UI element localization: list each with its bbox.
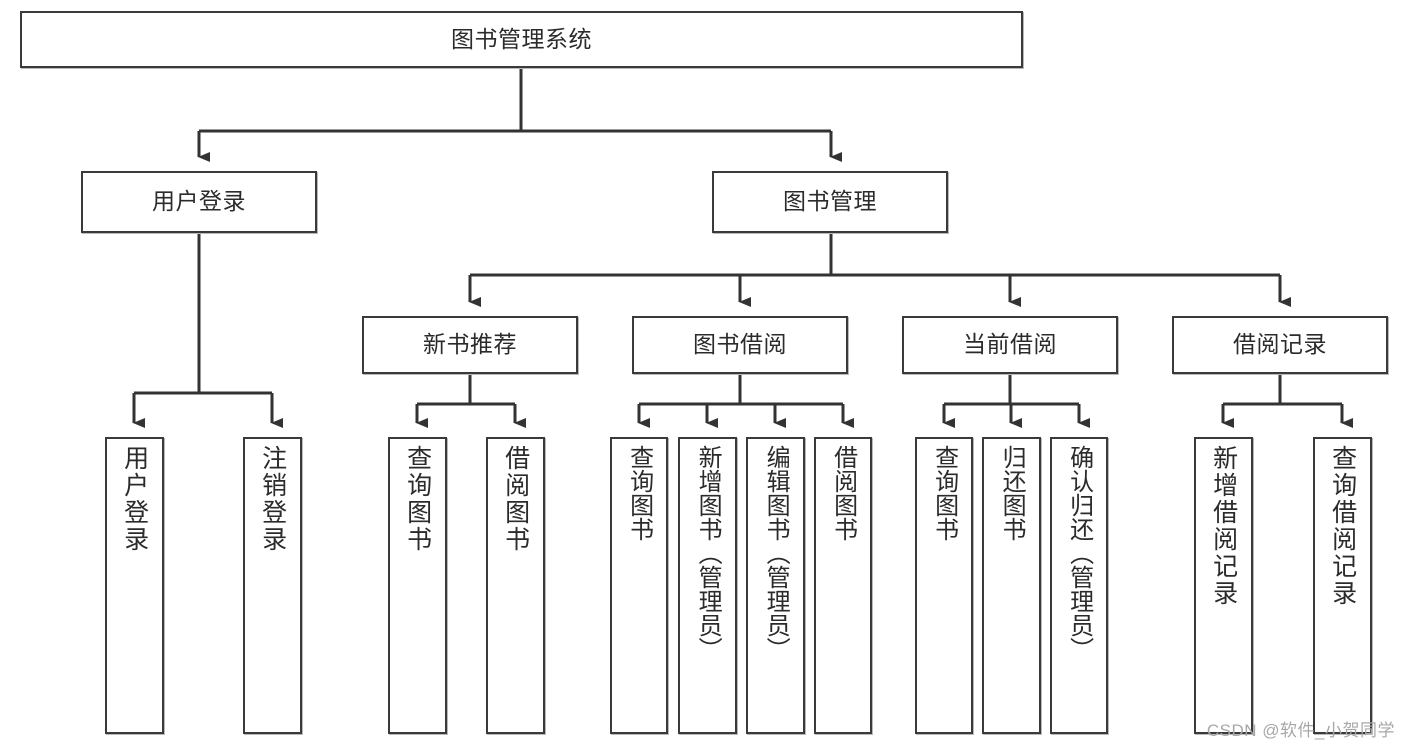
leaf-add-book[interactable]: 新增图书（管理员） [678,437,737,734]
node-new-book-recommendation-label: 新书推荐 [423,331,517,358]
leaf-add-record[interactable]: 新增借阅记录 [1194,437,1253,734]
leaf-query-record[interactable]: 查询借阅记录 [1313,437,1372,734]
node-book-management[interactable]: 图书管理 [712,171,948,233]
leaf-borrow-book-1[interactable]: 借阅图书 [486,437,545,734]
node-current-borrow-label: 当前借阅 [963,331,1057,358]
node-new-book-recommendation[interactable]: 新书推荐 [362,316,578,374]
leaf-edit-book[interactable]: 编辑图书（管理员） [746,437,805,734]
leaf-confirm-return-label: 确认归还（管理员） [1065,445,1093,661]
leaf-borrow-book-2-label: 借阅图书 [829,445,857,541]
leaf-query-book-2-label: 查询图书 [625,445,653,541]
leaf-logout-label: 注销登录 [258,445,287,553]
node-borrow-record[interactable]: 借阅记录 [1172,316,1388,374]
leaf-add-record-label: 新增借阅记录 [1209,445,1238,607]
node-user-login-label: 用户登录 [152,188,246,215]
node-borrow-record-label: 借阅记录 [1233,331,1327,358]
leaf-return-book-label: 归还图书 [998,445,1026,541]
leaf-query-book-2[interactable]: 查询图书 [610,437,668,734]
leaf-query-book-1-label: 查询图书 [403,445,432,553]
node-book-borrow-label: 图书借阅 [693,331,787,358]
node-root-system[interactable]: 图书管理系统 [20,11,1023,68]
leaf-query-book-3-label: 查询图书 [930,445,958,541]
leaf-borrow-book-2[interactable]: 借阅图书 [814,437,872,734]
leaf-query-book-1[interactable]: 查询图书 [388,437,447,734]
node-book-management-label: 图书管理 [783,188,877,215]
leaf-borrow-book-1-label: 借阅图书 [501,445,530,553]
leaf-query-book-3[interactable]: 查询图书 [915,437,973,734]
leaf-user-login[interactable]: 用户登录 [105,437,164,734]
csdn-watermark: CSDN @软件_小贺同学 [1206,721,1395,740]
node-current-borrow[interactable]: 当前借阅 [902,316,1118,374]
leaf-logout[interactable]: 注销登录 [243,437,302,734]
node-book-borrow[interactable]: 图书借阅 [632,316,848,374]
node-user-login[interactable]: 用户登录 [81,171,317,233]
leaf-return-book[interactable]: 归还图书 [982,437,1041,734]
leaf-edit-book-label: 编辑图书（管理员） [762,445,790,661]
leaf-user-login-label: 用户登录 [120,445,149,553]
leaf-add-book-label: 新增图书（管理员） [694,445,722,661]
leaf-query-record-label: 查询借阅记录 [1328,445,1357,607]
node-root-system-label: 图书管理系统 [451,25,592,52]
leaf-confirm-return[interactable]: 确认归还（管理员） [1050,437,1108,734]
